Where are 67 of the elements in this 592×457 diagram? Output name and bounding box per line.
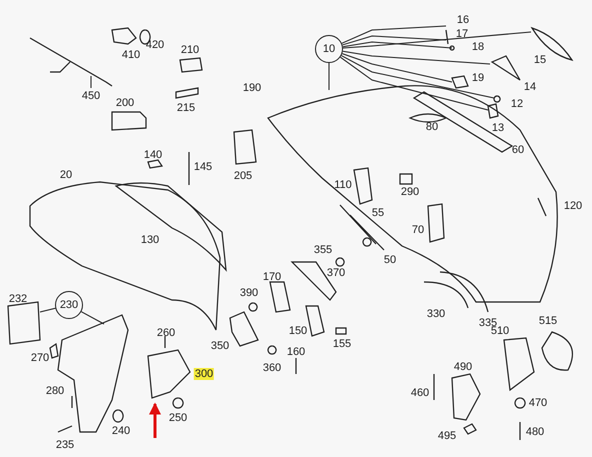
leader-line	[328, 62, 330, 90]
callout-number: 80	[424, 121, 440, 133]
callout-number: 170	[262, 271, 282, 283]
callout-number: 200	[114, 97, 136, 109]
callout-number: 300	[194, 368, 214, 380]
callout-number: 370	[326, 267, 346, 279]
leader-line	[342, 53, 452, 82]
callout-number: 232	[8, 293, 28, 305]
callout-number: 250	[168, 412, 188, 424]
callout-number: 420	[144, 39, 166, 51]
callout-number: 410	[120, 49, 142, 61]
callout-number: 330	[426, 308, 446, 320]
leader-line	[342, 32, 532, 49]
callout-number: 70	[410, 224, 426, 236]
callout-number: 460	[410, 387, 430, 399]
callout-number: 280	[44, 385, 66, 397]
callout-number: 260	[156, 327, 176, 339]
callout-number: 145	[192, 161, 214, 173]
callout-number: 210	[180, 44, 200, 56]
callout-number: 235	[54, 439, 76, 451]
callout-number: 155	[332, 338, 352, 350]
callout-number: 215	[176, 102, 196, 114]
callout-number: 130	[140, 234, 160, 246]
callout-number: 18	[470, 41, 486, 53]
leader-line	[40, 308, 56, 312]
callout-number: 450	[80, 90, 102, 102]
leader-line	[340, 56, 488, 110]
callout-number: 20	[58, 169, 74, 181]
callout-number: 495	[436, 430, 458, 442]
callout-number: 140	[142, 149, 164, 161]
callout-number: 110	[333, 179, 353, 191]
callout-number: 150	[288, 325, 308, 337]
callout-number: 470	[528, 397, 548, 409]
callout-number: 290	[400, 186, 420, 198]
callout-number: 160	[286, 346, 306, 358]
leader-line	[340, 55, 494, 98]
callout-number: 350	[210, 340, 230, 352]
leader-line	[341, 26, 446, 44]
circled-callout-number: 10	[315, 35, 343, 63]
callout-number: 240	[110, 425, 132, 437]
callout-number: 19	[470, 72, 486, 84]
callout-number: 490	[452, 361, 474, 373]
callout-number: 16	[456, 14, 470, 26]
leader-line	[342, 42, 452, 48]
callout-number: 510	[490, 325, 510, 337]
leader-line	[342, 36, 446, 46]
callout-number: 14	[522, 81, 538, 93]
leader-line	[80, 311, 104, 324]
callout-number: 270	[30, 352, 50, 364]
callout-number: 50	[382, 254, 398, 266]
callout-number: 60	[510, 144, 526, 156]
callout-number: 515	[538, 315, 558, 327]
callout-number: 390	[238, 287, 260, 299]
callout-number: 120	[562, 200, 584, 212]
callout-number: 205	[232, 170, 254, 182]
callout-number: 480	[524, 426, 546, 438]
callout-number: 355	[312, 244, 334, 256]
callout-number: 55	[370, 207, 386, 219]
leader-line	[342, 50, 490, 64]
leader-line	[90, 76, 92, 88]
callout-number: 17	[454, 28, 470, 40]
callout-number: 12	[510, 98, 524, 110]
callout-number: 13	[490, 122, 506, 134]
callout-number: 15	[532, 54, 548, 66]
circled-callout-number: 230	[55, 291, 83, 319]
callout-number: 190	[242, 82, 262, 94]
callout-number: 360	[262, 362, 282, 374]
